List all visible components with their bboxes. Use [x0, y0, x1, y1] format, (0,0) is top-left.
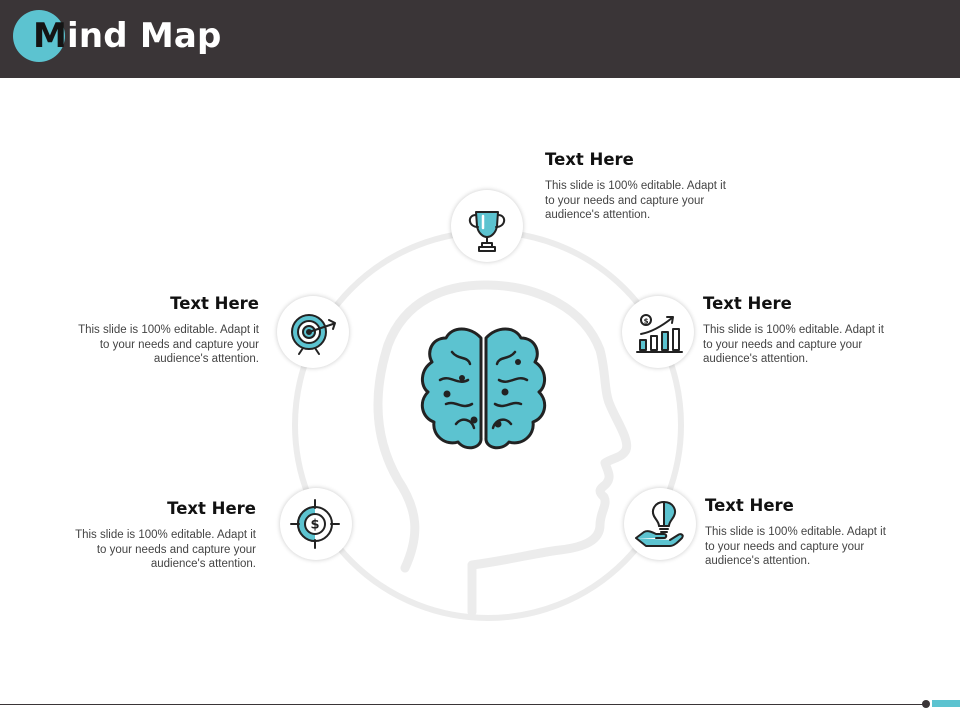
footer-divider	[0, 704, 926, 705]
growth-chart-icon: $	[636, 314, 683, 353]
head-silhouette-icon	[373, 280, 632, 617]
text-block-upper-left: Text Here This slide is 100% editable. A…	[69, 294, 259, 367]
text-block-heading: Text Here	[170, 294, 259, 313]
svg-text:$: $	[310, 518, 319, 533]
text-block-heading: Text Here	[545, 150, 634, 169]
text-block-body: This slide is 100% editable. Adapt it to…	[705, 526, 886, 567]
lightbulb-hand-icon	[635, 501, 684, 547]
text-block-heading: Text Here	[705, 496, 794, 515]
text-block-body: This slide is 100% editable. Adapt it to…	[703, 324, 884, 365]
node-upper-right: $	[622, 296, 694, 368]
text-block-heading: Text Here	[703, 294, 792, 313]
footer-dot	[922, 700, 930, 708]
dollar-target-icon: $	[290, 499, 340, 549]
node-lower-left: $	[280, 488, 352, 560]
header-bar: Mind Map	[0, 0, 960, 78]
text-block-lower-left: Text Here This slide is 100% editable. A…	[66, 499, 256, 572]
text-block-heading: Text Here	[167, 499, 256, 518]
brain-icon	[420, 327, 547, 450]
node-lower-right	[624, 488, 696, 560]
footer-accent-bar	[932, 700, 960, 707]
title-accent-circle	[13, 10, 65, 62]
text-block-body: This slide is 100% editable. Adapt it to…	[545, 180, 726, 221]
page-title: Mind Map	[33, 14, 222, 58]
node-upper-left	[277, 296, 349, 368]
text-block-top: Text Here This slide is 100% editable. A…	[545, 150, 735, 223]
page-title-first-letter: M	[33, 16, 68, 56]
target-icon	[291, 314, 336, 355]
node-top	[451, 190, 523, 262]
text-block-body: This slide is 100% editable. Adapt it to…	[78, 324, 259, 365]
trophy-icon	[468, 211, 506, 252]
text-block-body: This slide is 100% editable. Adapt it to…	[75, 529, 256, 570]
text-block-lower-right: Text Here This slide is 100% editable. A…	[705, 496, 895, 569]
svg-text:$: $	[644, 318, 649, 326]
page-title-rest: ind Map	[67, 16, 222, 56]
text-block-upper-right: Text Here This slide is 100% editable. A…	[703, 294, 893, 367]
